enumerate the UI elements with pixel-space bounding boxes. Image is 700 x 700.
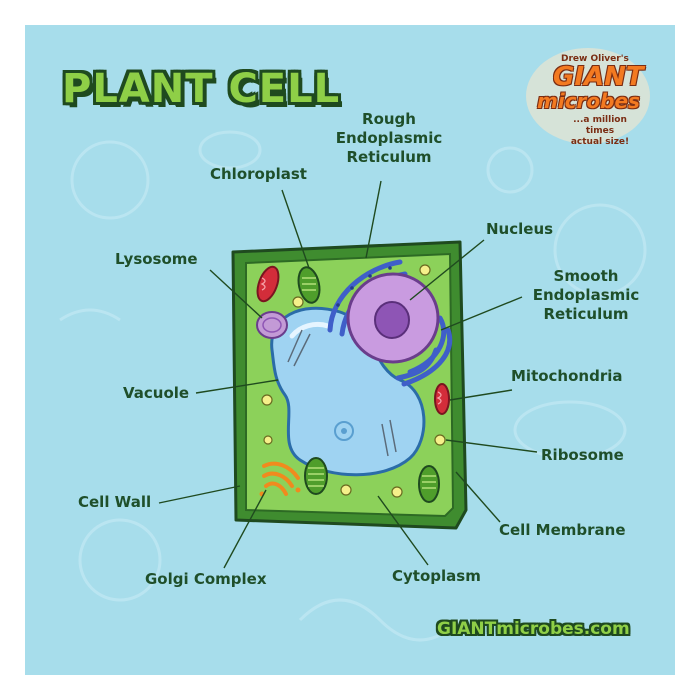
vacuole-shape [270, 306, 426, 477]
label-smooth-er: Smooth Endoplasmic Reticulum [526, 267, 646, 324]
label-cell-wall: Cell Wall [78, 493, 152, 511]
label-ribosome: Ribosome [541, 446, 624, 464]
label-smooth-er-line-2: Endoplasmic [532, 286, 640, 304]
label-smooth-er-line-3: Reticulum [543, 305, 629, 323]
vacuole-highlight [289, 321, 331, 339]
chloroplast-shapes [297, 266, 440, 503]
leader-lines [158, 180, 538, 569]
label-mitochondria: Mitochondria [511, 367, 623, 385]
label-rough-er-line-3: Reticulum [346, 148, 432, 166]
vacuole-needle-2 [293, 333, 311, 367]
label-lysosome: Lysosome [115, 250, 198, 268]
label-cytoplasm: Cytoplasm [392, 567, 481, 585]
brand-tagline-line-2: actual size! [570, 137, 630, 147]
footer-website: GIANTmicrobes.com [437, 619, 630, 639]
brand-logo-giant: GIANT [553, 62, 644, 92]
page-title: PLANT CELL [62, 66, 341, 112]
label-cell-membrane: Cell Membrane [499, 521, 626, 539]
vacuole-crystal [334, 421, 354, 441]
logo-badge [526, 48, 650, 144]
vacuole-needle-1 [287, 329, 303, 363]
brand-tagline-line-1: ...a million times [573, 115, 627, 136]
brand-author: Drew Oliver's [561, 54, 629, 64]
label-rough-er-line-2: Endoplasmic [335, 129, 443, 147]
vacuole-crystal-core [341, 428, 347, 434]
golgi-shape [259, 461, 301, 497]
label-rough-er: Rough Endoplasmic Reticulum [334, 110, 444, 167]
label-rough-er-line-1: Rough [362, 110, 416, 128]
brand-tagline: ...a million times actual size! [560, 115, 640, 148]
label-nucleus: Nucleus [486, 220, 554, 238]
mitochondria-shapes [256, 265, 450, 415]
vacuole-needle-4 [389, 419, 397, 453]
label-smooth-er-line-1: Smooth [553, 267, 619, 285]
label-chloroplast: Chloroplast [210, 165, 307, 183]
background-doodles [59, 130, 647, 642]
label-golgi-complex: Golgi Complex [145, 570, 267, 588]
brand-logo-microbes: microbes [537, 89, 640, 113]
label-vacuole: Vacuole [123, 384, 190, 402]
nucleolus-shape [374, 301, 410, 339]
vacuole-needle-3 [381, 423, 389, 457]
ribosome-dots [261, 264, 446, 498]
lysosome-shape [256, 311, 288, 339]
lysosome-inner [262, 317, 282, 333]
